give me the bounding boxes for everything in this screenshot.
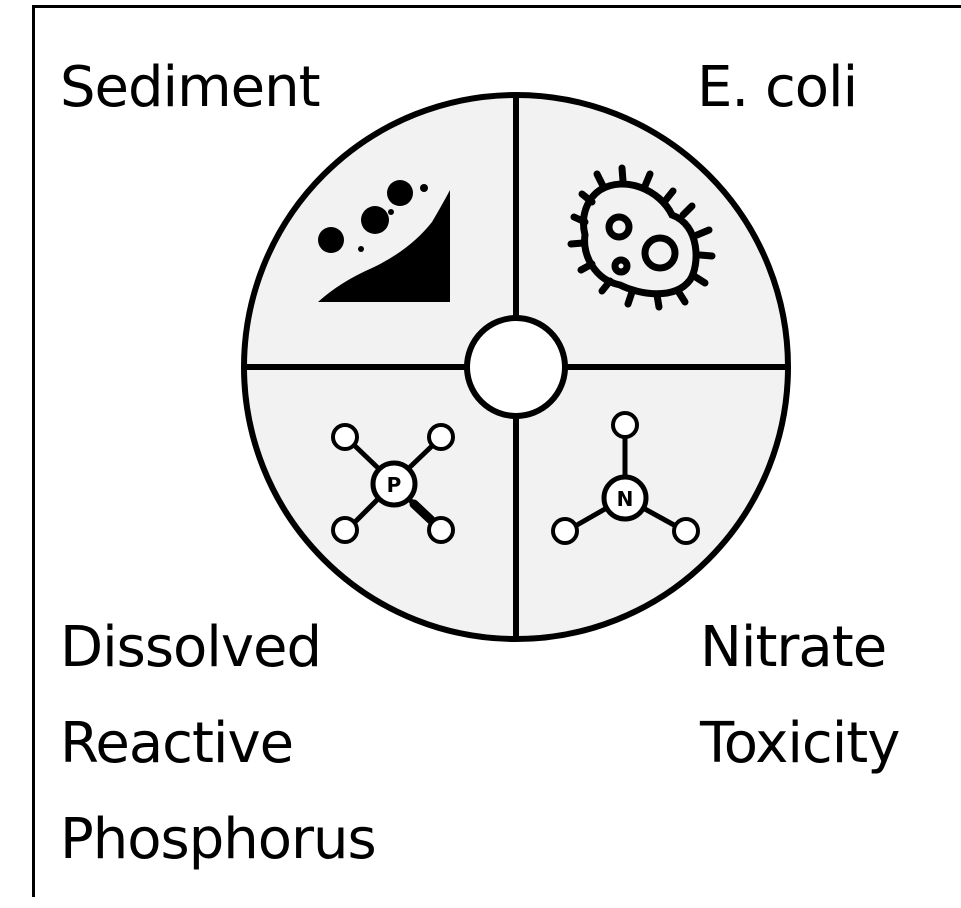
label-phosphorus-line-3: Phosphorus bbox=[60, 807, 377, 872]
label-ecoli-line-1: E. coli bbox=[697, 55, 858, 120]
label-phosphorus: Dissolved Reactive Phosphorus bbox=[60, 615, 377, 908]
label-sediment: Sediment bbox=[60, 55, 321, 120]
nitrate-molecule-icon bbox=[551, 411, 700, 545]
phosphate-atom-symbol: P bbox=[387, 473, 402, 497]
sediment-slope-icon bbox=[318, 180, 450, 302]
center-hub bbox=[464, 315, 568, 419]
label-nitrate-line-2: Toxicity bbox=[700, 711, 900, 776]
label-phosphorus-line-2: Reactive bbox=[60, 711, 294, 776]
label-ecoli: E. coli bbox=[697, 55, 858, 120]
frame-top-border bbox=[32, 5, 961, 8]
label-nitrate: Nitrate Toxicity bbox=[700, 615, 900, 812]
frame-left-border bbox=[32, 5, 35, 897]
bacteria-icon bbox=[567, 164, 716, 311]
label-sediment-line-1: Sediment bbox=[60, 55, 321, 120]
phosphate-molecule-icon bbox=[331, 423, 455, 544]
nitrate-atom-symbol: N bbox=[617, 487, 634, 511]
label-phosphorus-line-1: Dissolved bbox=[60, 615, 322, 680]
label-nitrate-line-1: Nitrate bbox=[700, 615, 887, 680]
